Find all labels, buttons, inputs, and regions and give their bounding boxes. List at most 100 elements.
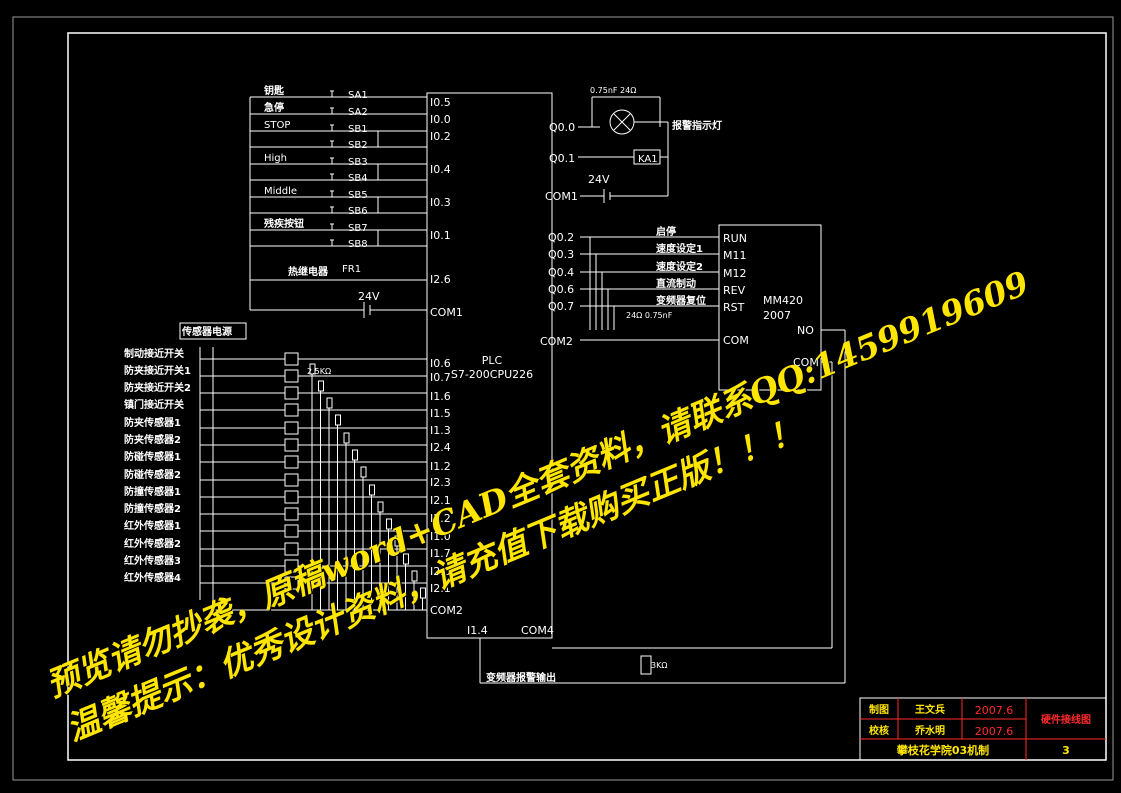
plc-sensor-input-I0.7: I0.7 (430, 371, 451, 384)
sensor-label: 防碰传感器1 (124, 450, 181, 463)
sensor-power-box (179, 322, 247, 340)
plc-input-I0.1: I0.1 (430, 229, 451, 242)
switch-sb3: SB3 (348, 157, 368, 168)
plc-output-Q0.6: Q0.6 (548, 283, 574, 296)
out-com1-label: COM1 (545, 190, 578, 203)
plc-model: S7-200CPU226 (451, 368, 533, 381)
bottom-resistor: 3KΩ (651, 661, 667, 670)
plc-output-Q0.4: Q0.4 (548, 266, 574, 279)
relay-label: KA1 (638, 154, 658, 165)
plc-box (426, 92, 553, 639)
outer-frame (12, 16, 1114, 781)
vfd-input-label: 变频器复位 (656, 294, 706, 307)
q01-label: Q0.1 (549, 152, 575, 165)
input-device-label: Middle (264, 186, 297, 197)
bottom-resistor-symbol (640, 655, 652, 675)
tb-sheet: 3 (1062, 744, 1070, 757)
tb-title: 硬件接线图 (1041, 713, 1091, 726)
sensor-label: 防夹传感器2 (124, 433, 181, 446)
plc-sensor-input-I1.6: I1.6 (430, 390, 451, 403)
plc-sensor-input-I2.3: I2.3 (430, 476, 451, 489)
vfd-terminal-RUN: RUN (723, 232, 747, 245)
plc-title: PLC (482, 354, 503, 367)
plc-sensor-input-I2.2: I2.2 (430, 512, 451, 525)
switch-sb5: SB5 (348, 190, 368, 201)
vfd-input-label: 速度设定1 (656, 242, 703, 255)
sensor-label: 红外传感器4 (124, 571, 181, 584)
input-device-label: STOP (264, 120, 290, 131)
vfd-model: MM420 (763, 294, 803, 307)
tb-name-2: 乔水明 (914, 724, 945, 737)
out-supply: 24V (588, 173, 610, 186)
thermal-label: 热继电器 (288, 265, 329, 278)
switch-sa2: SA2 (348, 107, 368, 118)
q00-label: Q0.0 (549, 121, 575, 134)
plc-output-Q0.3: Q0.3 (548, 248, 574, 261)
input-device-label: 残疾按钮 (264, 217, 304, 230)
plc-sensor-input-I2.1: I2.1 (430, 582, 451, 595)
out-com2-label: COM2 (540, 335, 573, 348)
sensor-label: 防夹接近开关1 (124, 364, 191, 377)
sensor-label: 红外传感器2 (124, 537, 181, 550)
input-device-label: High (264, 153, 287, 164)
vfd-terminal-M11: M11 (723, 249, 747, 262)
tb-name-1: 王文兵 (915, 703, 945, 716)
tb-date-2: 2007.6 (975, 725, 1014, 738)
switch-sb8: SB8 (348, 239, 368, 250)
sensor-label: 防碰传感器2 (124, 468, 181, 481)
vfd-no-label: NO (797, 324, 814, 337)
plc-sensor-input-I2.1: I2.1 (430, 494, 451, 507)
plc-sensor-input-I1.2: I1.2 (430, 460, 451, 473)
thermal-addr: I2.6 (430, 273, 451, 286)
lamp-params: 0.75nF 24Ω (590, 86, 636, 95)
lamp-cross (613, 113, 631, 131)
vfd-input-label: 启停 (656, 225, 676, 238)
tb-school: 攀枝花学院03机制 (896, 743, 989, 757)
plc-input-I0.5: I0.5 (430, 96, 451, 109)
com4-label: COM4 (521, 624, 554, 637)
vfd-terminal-REV: REV (723, 284, 746, 297)
plc-sensor-input-I1.0: I1.0 (430, 530, 451, 543)
plc-input-I0.0: I0.0 (430, 113, 451, 126)
vfd-com-label: COM (723, 334, 749, 347)
tb-role-2: 校核 (869, 724, 889, 737)
sensor-com2: COM2 (430, 604, 463, 617)
vfd-terminal-M12: M12 (723, 267, 747, 280)
sensor-label: 红外传感器3 (124, 554, 181, 567)
switch-sb2: SB2 (348, 140, 368, 151)
plc-sensor-input-I2.4: I2.4 (430, 441, 451, 454)
input-device-label: 急停 (264, 101, 284, 114)
plc-sensor-input-I1.5: I1.5 (430, 407, 451, 420)
sensor-label: 镇门接近开关 (124, 398, 184, 411)
plc-input-I0.3: I0.3 (430, 196, 451, 209)
plc-sensor-input-I1.7: I1.7 (430, 547, 451, 560)
lamp-label: 报警指示灯 (672, 119, 722, 132)
vfd-input-label: 直流制动 (656, 277, 696, 290)
tb-date-1: 2007.6 (975, 704, 1014, 717)
plc-input-I0.4: I0.4 (430, 163, 451, 176)
supply-voltage: 24V (358, 290, 380, 303)
sensor-resistor: 2.5KΩ (307, 367, 331, 376)
tb-role-1: 制图 (869, 703, 889, 716)
plc-sensor-input-I1.3: I1.3 (430, 424, 451, 437)
vfd-terminal-RST: RST (723, 301, 745, 314)
supply-com1: COM1 (430, 306, 463, 319)
thermal-switch: FR1 (342, 264, 361, 275)
switch-sb7: SB7 (348, 223, 368, 234)
sensor-label: 制动接近开关 (124, 347, 184, 360)
sensor-label: 防夹传感器1 (124, 416, 181, 429)
snubber-label: 24Ω 0.75nF (626, 311, 673, 320)
switch-sa1: SA1 (348, 90, 368, 101)
plc-sensor-input-I2.0: I2.0 (430, 565, 451, 578)
switch-sb4: SB4 (348, 173, 368, 184)
sensor-power-title: 传感器电源 (181, 325, 232, 338)
vfd-no-com-label: COM (793, 356, 819, 369)
vfd-input-label: 速度设定2 (656, 260, 703, 273)
sensor-label: 红外传感器1 (124, 519, 181, 532)
inner-frame (67, 32, 1107, 761)
plc-input-I0.2: I0.2 (430, 130, 451, 143)
sensor-label: 防撞传感器1 (124, 485, 181, 498)
vfd-year: 2007 (763, 309, 791, 322)
sensor-label: 防夹接近开关2 (124, 381, 191, 394)
title-block: 制图 王文兵 2007.6 校核 乔水明 2007.6 硬件接线图 攀枝花学院0… (859, 697, 1107, 761)
